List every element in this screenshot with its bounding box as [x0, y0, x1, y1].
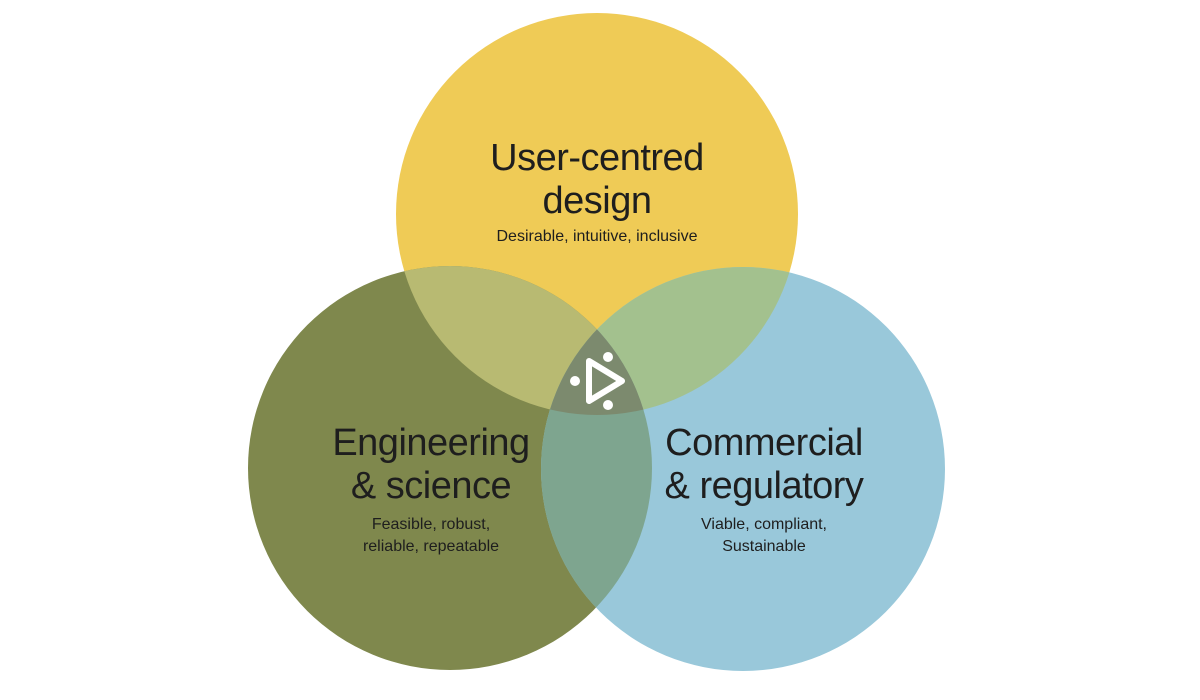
engineering-title-line-2: & science: [351, 465, 511, 507]
design-commercial-overlap: [541, 267, 798, 415]
commercial-title-line-1: Commercial: [665, 422, 863, 464]
design-engineering-overlap: [396, 266, 652, 415]
design-subtitle: Desirable, intuitive, inclusive: [497, 228, 698, 245]
design-title-line-1: User-centred: [490, 137, 704, 179]
design-title-line-2: design: [543, 180, 652, 222]
triangle-people-logo-icon: [570, 352, 625, 410]
engineering-subtitle-line-2: reliable, repeatable: [363, 538, 499, 555]
engineering-title-line-1: Engineering: [332, 422, 529, 464]
engineering-subtitle-line-1: Feasible, robust,: [372, 516, 490, 533]
commercial-subtitle-line-1: Viable, compliant,: [701, 516, 827, 533]
commercial-subtitle-line-2: Sustainable: [722, 538, 806, 555]
commercial-title-line-2: & regulatory: [665, 465, 864, 507]
